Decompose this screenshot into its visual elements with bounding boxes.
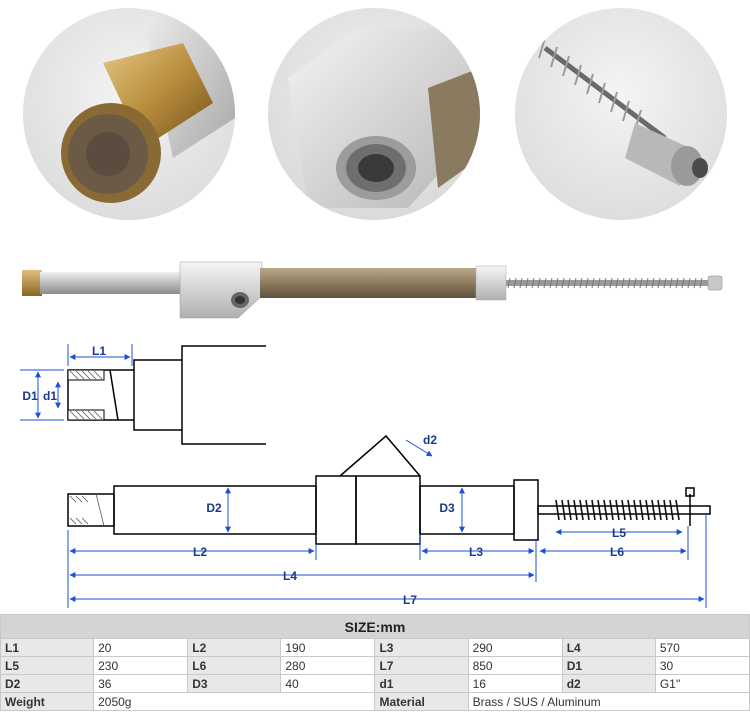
spec-label: L1 (0, 638, 95, 657)
dim-label-d2: d2 (423, 433, 437, 447)
weight-value: 2050g (93, 692, 376, 711)
spec-value: 850 (467, 656, 563, 675)
dim-label-D3: D3 (439, 501, 455, 515)
spec-label: D1 (561, 656, 656, 675)
dim-label-D2: D2 (206, 501, 222, 515)
dim-label-L2: L2 (193, 545, 207, 559)
table-row: L1 20 L2 190 L3 290 L4 570 (0, 638, 750, 657)
table-row: Weight 2050g Material Brass / SUS / Alum… (0, 692, 750, 711)
dim-label-L5: L5 (612, 526, 626, 540)
spring-end-closeup-photo (515, 8, 727, 220)
spec-label: L7 (374, 656, 469, 675)
spec-value: 230 (93, 656, 189, 675)
dim-label-d1: d1 (43, 389, 57, 403)
spec-value: 190 (280, 638, 376, 657)
dim-label-L3: L3 (469, 545, 483, 559)
spec-label: D3 (187, 674, 282, 693)
dim-label-L6: L6 (610, 545, 624, 559)
threaded-port-closeup-photo (268, 8, 480, 220)
dim-label-L1: L1 (92, 344, 106, 358)
spec-label: L6 (187, 656, 282, 675)
dim-label-D1: D1 (22, 389, 38, 403)
table-row: L5 230 L6 280 L7 850 D1 30 (0, 656, 750, 675)
spec-value: 36 (93, 674, 189, 693)
spec-label: d1 (374, 674, 469, 693)
dim-label-L4: L4 (283, 569, 297, 583)
spec-value: 16 (467, 674, 563, 693)
weight-label: Weight (0, 692, 95, 711)
dim-label-L7: L7 (403, 593, 417, 607)
spec-label: d2 (561, 674, 656, 693)
material-value: Brass / SUS / Aluminum (467, 692, 750, 711)
spec-label: L4 (561, 638, 656, 657)
table-row: D2 36 D3 40 d1 16 d2 G1'' (0, 674, 750, 693)
spec-value: G1'' (654, 674, 750, 693)
spec-value: 290 (467, 638, 563, 657)
spec-label: D2 (0, 674, 95, 693)
spec-label: L3 (374, 638, 469, 657)
spec-label: L5 (0, 656, 95, 675)
spec-value: 30 (654, 656, 750, 675)
spec-value: 20 (93, 638, 189, 657)
spec-table: SIZE:mm L1 20 L2 190 L3 290 L4 570 L5 23… (0, 614, 750, 711)
product-photo (22, 261, 723, 319)
spec-value: 40 (280, 674, 376, 693)
spec-value: 570 (654, 638, 750, 657)
spec-value: 280 (280, 656, 376, 675)
nozzle-detail-drawing (67, 345, 266, 445)
material-label: Material (374, 692, 469, 711)
spec-label: L2 (187, 638, 282, 657)
table-title: SIZE:mm (0, 614, 750, 639)
brass-nozzle-closeup-photo (23, 8, 235, 220)
